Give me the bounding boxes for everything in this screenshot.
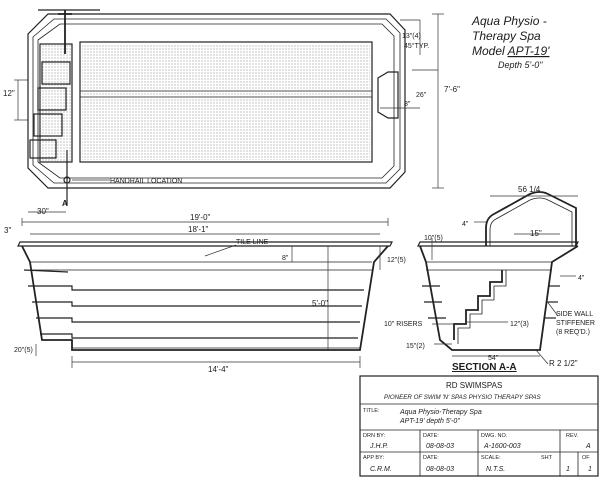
title-label: TITLE: [363,408,380,414]
section-radius: R 2 1/2" [549,359,578,368]
elev-coping [17,241,393,247]
title-block: RD SWIMSPAS PIONEER OF SWIM 'N' SPAS PHY… [359,375,599,477]
elev-dim-3: 3" [4,226,11,235]
date-label-2: DATE: [423,455,439,461]
plan-dim-45: 45°TYP. [404,42,429,50]
handrail-location-label: HANDRAIL LOCATION [110,178,182,185]
section-handrail-icon [485,191,577,246]
handrail-icon [58,10,72,54]
header-title: Aqua Physio - Therapy Spa Model APT-19' … [471,14,550,70]
section-dim-15: 15" [530,229,542,238]
scale-label: SCALE: [481,455,501,461]
header-depth: Depth 5'-0" [498,60,543,70]
plan-shell-line-3 [37,23,395,179]
dwg-value: A-1600-003 [483,443,521,450]
section-side-wall-1: SIDE WALL [556,311,593,318]
elev-step-3 [32,301,362,307]
elev-tile-line: TILE LINE [236,239,269,246]
sht-label: SHT [541,455,553,461]
section-dim-54: 54" [488,355,499,362]
section-dim-4-side: 4" [578,275,585,282]
plan-shell-line-2 [32,18,401,184]
section-side-wall-3: (8 REQ'D.) [556,329,590,336]
plan-step-4 [29,139,57,159]
elev-step-1 [23,269,69,273]
app-label: APP BY: [363,455,384,461]
header-title-line-2: Therapy Spa [472,29,541,43]
plan-floor [79,41,373,163]
drn-value: J.H.P. [369,443,388,450]
elev-dim-18-1: 18'-1" [188,225,209,234]
rev-label: REV. [566,433,579,439]
app-value: C.R.M. [370,466,392,473]
section-risers: 10" RISERS [384,321,423,328]
section-side-wall-2: STIFFENER [556,320,595,327]
header-model: APT-19' [507,44,551,58]
plan-dim-8: 8" [404,101,411,108]
date-value-1: 08-08-03 [426,443,454,450]
elev-step-4 [36,317,360,323]
rev-value: A [585,443,591,450]
elev-dim-5-0: 5'-0" [312,299,328,308]
section-view: 56 1/4 4" 15" 10"(5) 4" SIDE WALL STIFFE… [384,185,595,373]
plan-skimmer [377,71,399,119]
date-label-1: DATE: [423,433,439,439]
company-name: RD SWIMSPAS [446,381,502,390]
plan-dim-7-6: 7'-6" [444,85,460,94]
section-dim-4-top: 4" [462,221,469,228]
title-value-2: APT-19' depth 5'-0" [399,418,460,425]
title-value-1: Aqua Physio-Therapy Spa [399,409,482,416]
of-value: 1 [588,466,592,473]
sht-value: 1 [566,466,570,473]
of-label: OF [582,455,590,461]
plan-step-3 [33,113,63,137]
company-tagline: PIONEER OF SWIM 'N' SPAS PHYSIO THERAPY … [384,394,541,401]
section-title: SECTION A-A [452,362,517,373]
elev-dim-14-4: 14'-4" [208,365,229,374]
plan-dim-13: 13"(4) [402,33,421,40]
elev-step-2 [28,285,364,291]
elev-shell [21,245,389,351]
section-coping [417,241,579,247]
plan-dim-12: 12" [3,89,15,98]
elev-dim-20-5: 20"(5) [14,347,33,354]
section-dim-15-2: 15"(2) [406,343,425,350]
section-marker-a: A [62,199,68,208]
drn-label: DRN BY: [363,433,385,439]
header-model-line: Model APT-19' [472,44,550,58]
plan-step-1 [41,61,71,85]
plan-outer-shell [27,13,406,189]
elevation-view: 19'-0" 18'-1" 3" TILE LINE 8" 5'-0" 12"(… [4,213,406,374]
elev-dim-8: 8" [282,255,289,262]
dwg-label: DWG. NO. [481,433,508,439]
section-dim-12-3: 12"(3) [510,321,529,328]
elev-dim-12-5: 12"(5) [387,257,406,264]
scale-value: N.T.S. [486,466,505,473]
section-dim-56: 56 1/4 [518,185,541,194]
date-value-2: 08-08-03 [426,466,454,473]
plan-dim-26: 26" [416,92,427,99]
plan-step-2 [37,87,67,111]
header-title-line-1: Aqua Physio - [471,14,547,28]
section-steps [453,270,503,340]
plan-view: HANDRAIL LOCATION A 12" 13"(4) 45°TYP. 2… [3,9,460,216]
elev-dim-19: 19'-0" [190,213,211,222]
section-dim-10-5: 10"(5) [424,235,443,242]
header-model-prefix: Model [472,44,508,58]
plan-dim-30: 30" [37,207,49,216]
